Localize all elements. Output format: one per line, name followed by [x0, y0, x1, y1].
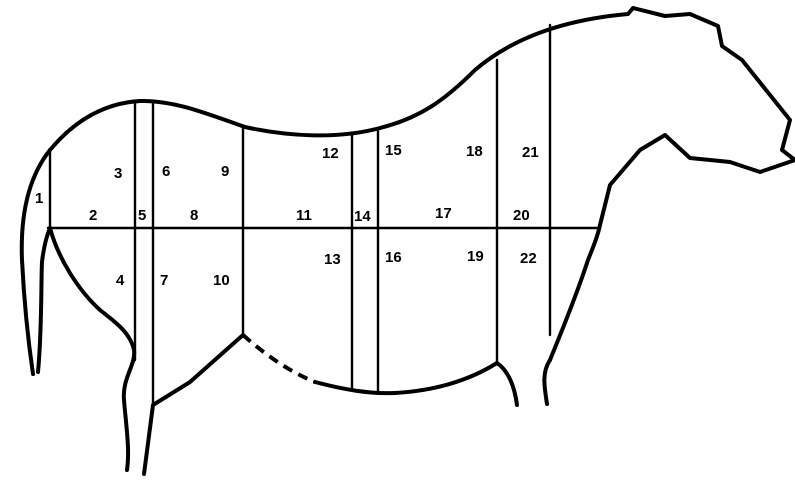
region-label-6: 6: [162, 163, 170, 180]
region-label-7: 7: [160, 272, 168, 289]
horse-back-outline: [50, 8, 795, 225]
region-label-15: 15: [385, 142, 402, 159]
horse-chest-outline: [550, 225, 600, 360]
region-label-18: 18: [466, 143, 483, 160]
region-label-2: 2: [89, 207, 97, 224]
region-label-19: 19: [467, 248, 484, 265]
region-label-5: 5: [138, 207, 146, 224]
region-label-12: 12: [322, 145, 339, 162]
region-label-16: 16: [385, 249, 402, 266]
horse-hind-leg-inner-outline: [144, 335, 243, 474]
region-label-17: 17: [435, 205, 452, 222]
horse-hind-leg-outline: [50, 228, 134, 470]
horse-front-leg-right-outline: [544, 360, 550, 404]
horse-belly-outline: [315, 363, 497, 393]
region-label-20: 20: [513, 207, 530, 224]
horse-tail-outline: [22, 150, 50, 374]
region-label-21: 21: [522, 144, 539, 161]
region-label-9: 9: [221, 163, 229, 180]
region-label-4: 4: [116, 272, 125, 289]
region-label-11: 11: [296, 207, 312, 224]
horse-tail-inner-outline: [38, 228, 50, 372]
region-label-3: 3: [114, 165, 122, 182]
region-label-14: 14: [354, 208, 371, 225]
region-label-1: 1: [35, 190, 43, 207]
region-label-10: 10: [213, 272, 230, 289]
region-label-22: 22: [520, 250, 537, 267]
horse-belly-dashed-outline: [243, 335, 315, 382]
horse-front-leg-left-outline: [497, 363, 517, 405]
region-label-8: 8: [190, 207, 198, 224]
region-label-13: 13: [324, 251, 341, 268]
